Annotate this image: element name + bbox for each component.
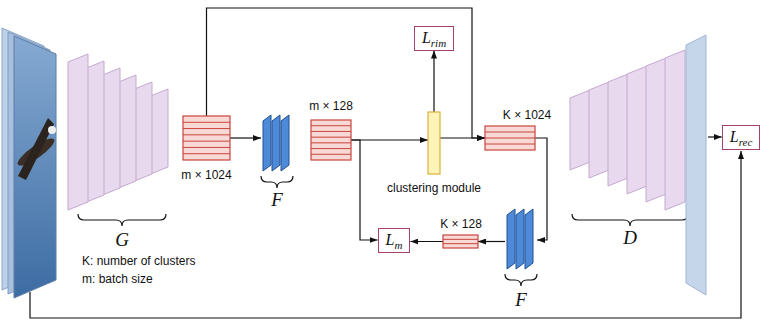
matrix-row xyxy=(443,239,478,240)
label-holder: F xyxy=(271,189,283,211)
legend-note: K: number of clusters xyxy=(82,254,195,268)
label-holder: m × 1024 xyxy=(181,168,231,182)
shape-art xyxy=(443,235,478,248)
matrix-row xyxy=(311,131,351,132)
output-image xyxy=(686,35,706,295)
shape-art xyxy=(485,126,535,150)
shape-art xyxy=(66,52,168,212)
label-holder: clustering module xyxy=(387,181,481,195)
layer-slab xyxy=(525,209,533,269)
layer-slab xyxy=(68,54,88,210)
brace xyxy=(261,176,293,188)
dimension-label: K × 1024 xyxy=(503,108,551,122)
flow-arrow xyxy=(351,139,428,140)
bird-photo xyxy=(15,118,58,180)
projection-layers: F xyxy=(505,208,537,270)
layer-slab xyxy=(272,115,280,171)
matrix-row xyxy=(311,148,351,149)
shape-art xyxy=(428,112,440,174)
bird-head xyxy=(48,126,56,134)
matrix-row xyxy=(183,134,230,135)
layer-slab xyxy=(589,82,609,178)
loss-name: Lrim xyxy=(422,29,446,46)
matrix-row xyxy=(183,153,230,154)
flow-arrow xyxy=(708,136,722,137)
matrix-row xyxy=(183,128,230,129)
matrix-fill xyxy=(443,235,478,248)
feature-matrix: m × 128 xyxy=(311,120,351,160)
module-bar xyxy=(428,112,440,174)
centroid-matrix: K × 128 xyxy=(443,235,478,248)
layer-slab xyxy=(646,58,666,202)
matrix-row xyxy=(183,122,230,123)
brace xyxy=(572,214,688,226)
projection-layers: F xyxy=(261,114,293,172)
label-holder: K × 1024 xyxy=(503,108,551,122)
layer-slab xyxy=(608,74,628,186)
matrix-row xyxy=(311,125,351,126)
label-holder: m × 128 xyxy=(309,99,353,113)
module-label: clustering module xyxy=(387,181,481,195)
feature-matrix: m × 1024 xyxy=(183,116,230,160)
network-name: F xyxy=(271,189,283,210)
legend-note: m: batch size xyxy=(82,272,153,286)
loss-name: Lrec xyxy=(730,128,753,145)
image-plane xyxy=(14,36,56,298)
flow-arrow xyxy=(433,51,434,113)
matrix-row xyxy=(311,154,351,155)
matrix-row xyxy=(311,142,351,143)
dimension-label: K × 128 xyxy=(440,217,482,231)
clustering-module: clustering module xyxy=(428,112,440,174)
shape-art xyxy=(505,208,537,270)
bird-wing xyxy=(18,118,54,180)
flow-arrow xyxy=(351,140,378,240)
matrix-row xyxy=(443,243,478,244)
matrix-row xyxy=(183,141,230,142)
input-image xyxy=(2,28,57,298)
network-name: D xyxy=(623,227,637,248)
centroid-matrix: K × 1024 xyxy=(485,126,535,150)
encoder-layers: G xyxy=(66,52,168,212)
dimension-label: m × 128 xyxy=(309,99,353,113)
dimension-label: m × 1024 xyxy=(181,168,231,182)
layer-slab xyxy=(627,66,647,194)
loss-box: Lrim xyxy=(414,26,454,51)
network-name: G xyxy=(115,229,129,250)
shape-art xyxy=(183,116,230,160)
label-holder: F xyxy=(515,289,527,311)
brace xyxy=(78,214,166,226)
matrix-row xyxy=(485,132,535,133)
matrix-row xyxy=(311,137,351,138)
matrix-fill xyxy=(183,116,230,160)
brace xyxy=(505,274,537,286)
shape-art xyxy=(311,120,351,160)
loss-box: Lrec xyxy=(722,125,761,150)
label-holder: G xyxy=(115,229,129,251)
layer-slab xyxy=(516,209,524,269)
decoder-layers: D xyxy=(568,33,708,295)
loss-box: Lm xyxy=(378,228,411,253)
network-name: F xyxy=(515,289,527,310)
layer-slab xyxy=(263,115,271,171)
flow-arrow xyxy=(478,241,505,242)
layer-slab xyxy=(507,209,515,269)
flow-arrow xyxy=(410,241,443,242)
loss-name: Lm xyxy=(386,231,403,248)
label-holder: K × 128 xyxy=(440,217,482,231)
label-holder: D xyxy=(623,227,637,249)
matrix-row xyxy=(183,147,230,148)
flow-arrow xyxy=(535,138,547,240)
shape-art xyxy=(261,114,293,172)
layer-slab xyxy=(281,115,289,171)
matrix-fill xyxy=(485,126,535,150)
shape-art xyxy=(568,33,708,295)
matrix-row xyxy=(485,144,535,145)
matrix-row xyxy=(485,138,535,139)
flow-arrow xyxy=(230,137,261,138)
layer-slab xyxy=(665,50,685,210)
flow-arrow xyxy=(207,8,486,138)
layer-slab xyxy=(570,90,590,170)
matrix-fill xyxy=(311,120,351,160)
